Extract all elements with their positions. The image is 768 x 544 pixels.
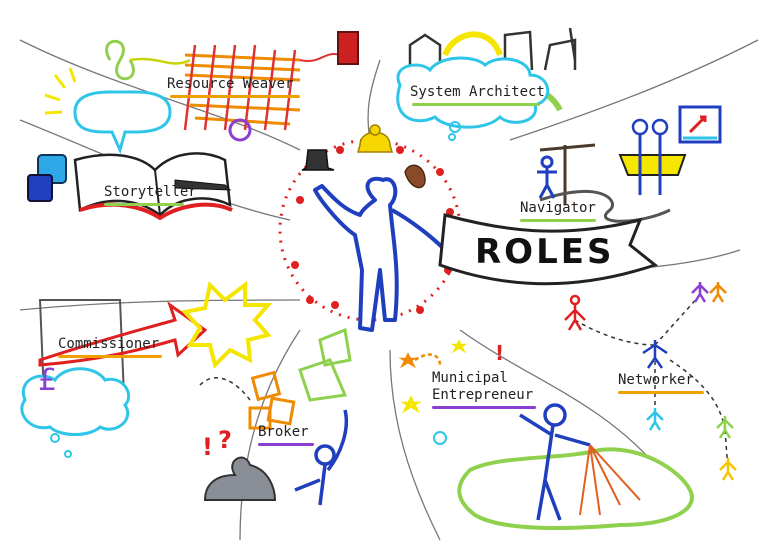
roles-title: ROLES: [475, 232, 615, 272]
role-label-networker: Networker: [618, 372, 694, 388]
signpost-icon: [539, 143, 596, 205]
role-label-navigator: Navigator: [520, 200, 596, 216]
colored-squares-icon: [248, 327, 352, 430]
shine-rays: [44, 67, 77, 115]
roles-banner: [438, 213, 659, 286]
facebook-icon: [27, 174, 53, 202]
network-graph: [564, 282, 737, 481]
role-label-broker: Broker: [258, 424, 309, 440]
underline-navigator: [520, 219, 596, 222]
exclamation-mark-icon: !: [495, 341, 504, 365]
role-label-municipal: Municipal: [432, 370, 508, 386]
underline-storyteller: [104, 203, 184, 206]
woolly-hat-icon: [357, 131, 393, 153]
speech-bubble-icon: [73, 90, 172, 155]
underline-municipal-entrepreneur: [432, 406, 536, 409]
presentation-screen-icon: [678, 105, 722, 144]
role-label-resource-weaver: Resource Weaver: [167, 76, 294, 92]
entrepreneur-figure-icon: [519, 403, 591, 521]
thread-spool-icon: [337, 31, 359, 65]
top-hat-icon: [301, 149, 335, 171]
question-icon: ?: [218, 426, 232, 454]
underline-broker: [258, 443, 314, 446]
role-label-storyteller: Storyteller: [104, 184, 197, 200]
dashed-connection: [199, 377, 251, 401]
underline-resource-weaver: [170, 95, 300, 98]
pen-icon: [174, 179, 232, 191]
grey-person-icon: [203, 456, 277, 501]
sausage-hat-icon: [404, 164, 426, 189]
small-cloud-icon: [433, 431, 447, 445]
burst-star-icon: [181, 280, 273, 369]
role-label-system-architect: System Architect: [410, 84, 545, 100]
underline-networker: [618, 391, 704, 394]
navigator-person-icon: [537, 155, 557, 199]
idea-sparks: [398, 339, 468, 414]
thought-cloud-icon: [396, 56, 550, 129]
open-book-icon: [73, 152, 233, 221]
underline-system-architect: [412, 103, 540, 106]
underline-commissioner: [58, 355, 162, 358]
role-label-entrepreneur: Entrepreneur: [432, 387, 534, 403]
money-cloud-icon: [20, 367, 131, 436]
role-label-commissioner: Commissioner: [58, 336, 160, 352]
meeting-people-icon: [618, 118, 687, 195]
seed-trails: [579, 444, 641, 516]
pound-icon: £: [38, 363, 57, 398]
woven-textile-icon: [105, 31, 359, 142]
green-ground: [457, 447, 694, 530]
waving-person-icon: [294, 409, 349, 506]
exclamation-icon: !: [202, 433, 213, 461]
